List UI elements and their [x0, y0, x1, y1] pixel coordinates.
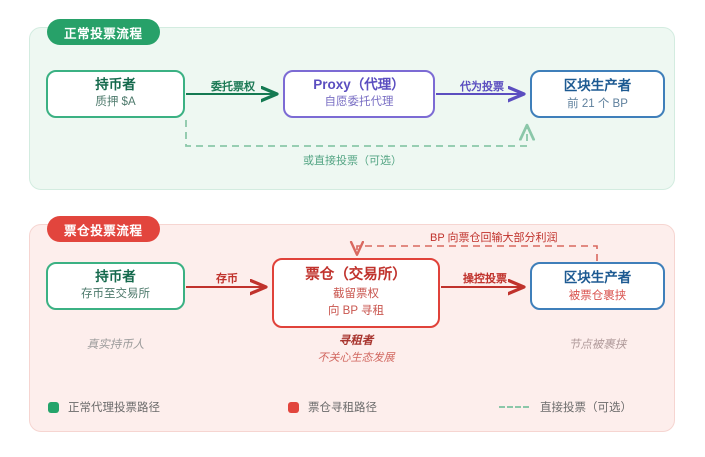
node-title: Proxy（代理） — [313, 77, 405, 93]
annotation-title: 寻租者 — [338, 335, 374, 347]
section-badge-normal: 正常投票流程 — [47, 19, 160, 45]
legend-swatch-red-icon — [288, 401, 299, 413]
annotation-cartel: 寻租者 不关心生态发展 — [272, 333, 440, 367]
arrow-label-vote-for: 代为投票 — [460, 81, 504, 93]
node-subtitle: 自愿委托代理 — [324, 96, 394, 109]
node-title: 票仓（交易所） — [305, 266, 407, 283]
section-badge-cartel: 票仓投票流程 — [47, 216, 160, 242]
legend-swatch-green-icon — [48, 401, 59, 413]
node-title: 持币者 — [95, 77, 136, 93]
legend-item-direct-vote: 直接投票（可选） — [499, 399, 632, 415]
node-subtitle-2: 向 BP 寻租 — [327, 304, 385, 317]
annotation-block-producer: 节点被裹挟 — [530, 336, 665, 352]
legend-item-normal-path: 正常代理投票路径 — [48, 399, 160, 415]
annotation-text: 节点被裹挟 — [568, 339, 627, 351]
node-block-producer-normal: 区块生产者 前 21 个 BP — [530, 70, 665, 118]
arrow-label-direct-vote: 或直接投票（可选） — [303, 155, 402, 167]
arrow-label-manipulate: 操控投票 — [463, 273, 507, 285]
node-title: 区块生产者 — [563, 77, 632, 93]
node-holder-cartel: 持币者 存币至交易所 — [46, 262, 185, 310]
node-subtitle: 被票仓裹挟 — [568, 290, 627, 303]
node-subtitle: 前 21 个 BP — [567, 98, 628, 111]
legend-label: 直接投票（可选） — [540, 402, 632, 414]
node-block-producer-cartel: 区块生产者 被票仓裹挟 — [530, 262, 665, 310]
annotation-text: 真实持币人 — [86, 339, 145, 351]
node-subtitle-1: 截留票权 — [333, 287, 379, 300]
legend-label: 正常代理投票路径 — [68, 402, 160, 414]
node-title: 区块生产者 — [563, 269, 632, 285]
legend: 正常代理投票路径 票仓寻租路径 直接投票（可选） — [48, 397, 668, 417]
node-subtitle: 质押 $A — [95, 96, 136, 109]
annotation-subtitle: 不关心生态发展 — [317, 352, 395, 365]
node-holder-normal: 持币者 质押 $A — [46, 70, 185, 118]
legend-dashed-line-icon — [499, 406, 529, 408]
legend-label: 票仓寻租路径 — [308, 402, 377, 414]
node-title: 持币者 — [95, 269, 136, 285]
node-subtitle: 存币至交易所 — [81, 288, 150, 301]
annotation-holder: 真实持币人 — [46, 336, 185, 352]
legend-item-cartel-path: 票仓寻租路径 — [288, 399, 377, 415]
arrow-label-kickback: BP 向票仓回输大部分利润 — [430, 232, 558, 244]
arrow-label-deposit: 存币 — [216, 273, 238, 285]
arrow-label-delegate: 委托票权 — [211, 81, 255, 93]
node-proxy: Proxy（代理） 自愿委托代理 — [283, 70, 435, 118]
node-vote-cartel: 票仓（交易所） 截留票权 向 BP 寻租 — [272, 258, 440, 328]
